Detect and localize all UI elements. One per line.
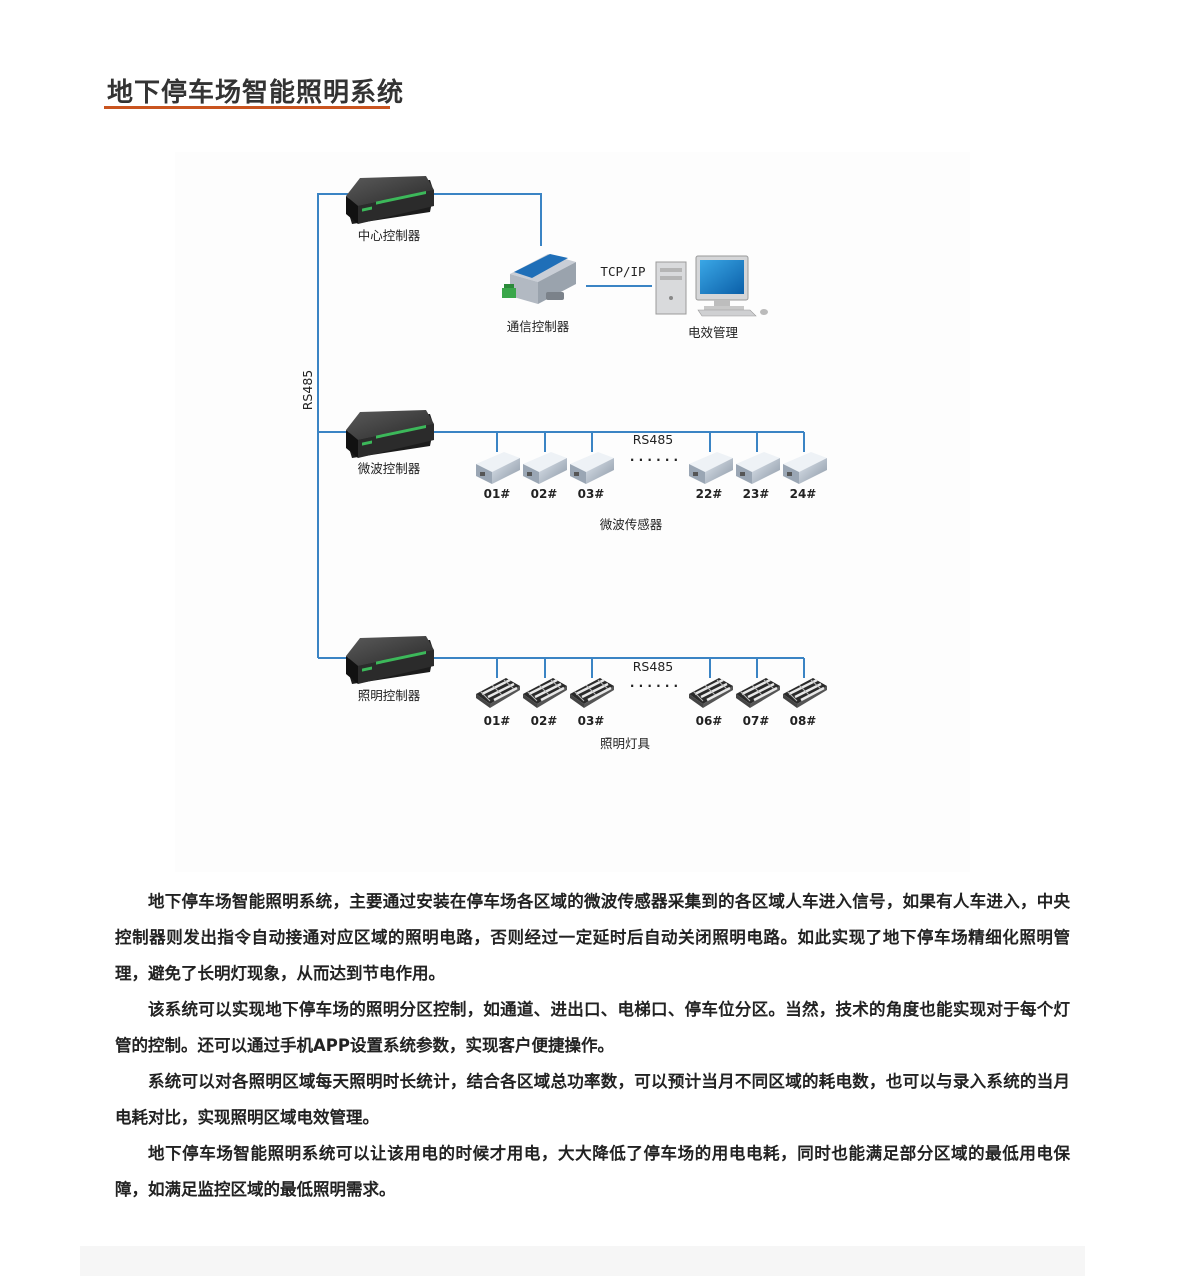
computer-icon	[655, 255, 768, 317]
description: 地下停车场智能照明系统，主要通过安装在停车场各区域的微波传感器采集到的各区域人车…	[115, 884, 1070, 1208]
lamp-id-label: 06#	[696, 714, 723, 728]
sensor-ellipsis: · · · · · ·	[630, 453, 678, 467]
title-underline	[104, 106, 390, 109]
connection-lines	[317, 193, 805, 678]
footer-band	[80, 1246, 1085, 1276]
central-controller-icon	[346, 176, 434, 224]
microwave-sensor-icon	[523, 452, 567, 484]
microwave-controller-icon	[346, 410, 434, 458]
lamp-id-label: 08#	[790, 714, 817, 728]
microwave-controller-label: 微波控制器	[358, 461, 421, 476]
lamp-ellipsis: · · · · · ·	[630, 679, 678, 693]
microwave-sensor-icon	[570, 452, 614, 484]
microwave-sensor-icon	[476, 452, 520, 484]
microwave-sensors-label: 微波传感器	[600, 517, 663, 532]
energy-management-label: 电效管理	[688, 325, 739, 340]
trunk-bus-label: RS485	[300, 370, 315, 410]
sensor-bus-label: RS485	[633, 432, 673, 447]
page-title: 地下停车场智能照明系统	[107, 78, 405, 108]
microwave-sensor-icon	[689, 452, 733, 484]
light-fixture-icon	[687, 676, 735, 710]
light-fixtures-label: 照明灯具	[600, 736, 651, 751]
sensor-id-label: 22#	[696, 487, 723, 501]
lamp-id-label: 07#	[743, 714, 770, 728]
sensor-id-label: 01#	[484, 487, 511, 501]
sensor-id-label: 03#	[578, 487, 605, 501]
paragraph: 该系统可以实现地下停车场的照明分区控制，如通道、进出口、电梯口、停车位分区。当然…	[115, 1000, 1070, 1055]
microwave-sensor-icon	[783, 452, 827, 484]
lamp-bus-label: RS485	[633, 659, 673, 674]
paragraph: 地下停车场智能照明系统可以让该用电的时候才用电，大大降低了停车场的用电电耗，同时…	[115, 1144, 1070, 1199]
lamp-id-label: 03#	[578, 714, 605, 728]
paragraph: 地下停车场智能照明系统，主要通过安装在停车场各区域的微波传感器采集到的各区域人车…	[115, 892, 1070, 983]
paragraph: 系统可以对各照明区域每天照明时长统计，结合各区域总功率数，可以预计当月不同区域的…	[115, 1072, 1070, 1127]
lamp-id-label: 02#	[531, 714, 558, 728]
lighting-controller-icon	[346, 636, 434, 684]
lighting-controller-label: 照明控制器	[358, 688, 421, 703]
lamp-id-label: 01#	[484, 714, 511, 728]
sensor-id-label: 02#	[531, 487, 558, 501]
central-controller-label: 中心控制器	[358, 228, 421, 243]
comm-controller-label: 通信控制器	[507, 319, 570, 334]
light-fixture-icon	[734, 676, 782, 710]
light-fixture-icon	[568, 676, 616, 710]
light-fixture-icon	[474, 676, 522, 710]
light-fixture-icon	[781, 676, 829, 710]
sensor-id-label: 23#	[743, 487, 770, 501]
light-fixture-icon	[521, 676, 569, 710]
sensor-id-label: 24#	[790, 487, 817, 501]
system-diagram: RS485 中心控制器 通信控制器 TCP/IP 电效管理 微波控制器 RS48…	[300, 176, 829, 751]
tcp-link-label: TCP/IP	[600, 264, 645, 279]
comm-controller-icon	[502, 254, 576, 304]
microwave-sensor-icon	[736, 452, 780, 484]
